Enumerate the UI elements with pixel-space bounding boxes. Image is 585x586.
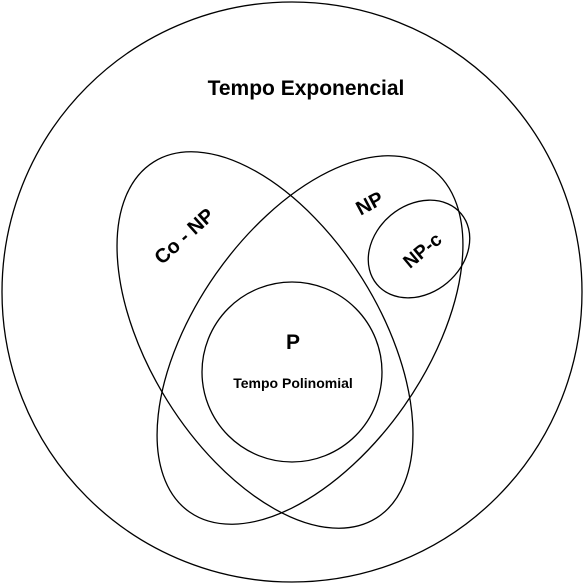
p-label: P — [286, 331, 300, 354]
p-region — [201, 281, 383, 463]
conp-label: Co - NP — [150, 204, 218, 269]
npc-region — [367, 199, 471, 299]
np-label: NP — [353, 188, 388, 220]
polynomial-time-label: Tempo Polinomial — [233, 375, 353, 391]
np-region — [156, 155, 464, 525]
exponential-time-label: Tempo Exponencial — [208, 77, 405, 100]
conp-region — [116, 151, 414, 529]
npc-label: NP-c — [400, 229, 447, 273]
